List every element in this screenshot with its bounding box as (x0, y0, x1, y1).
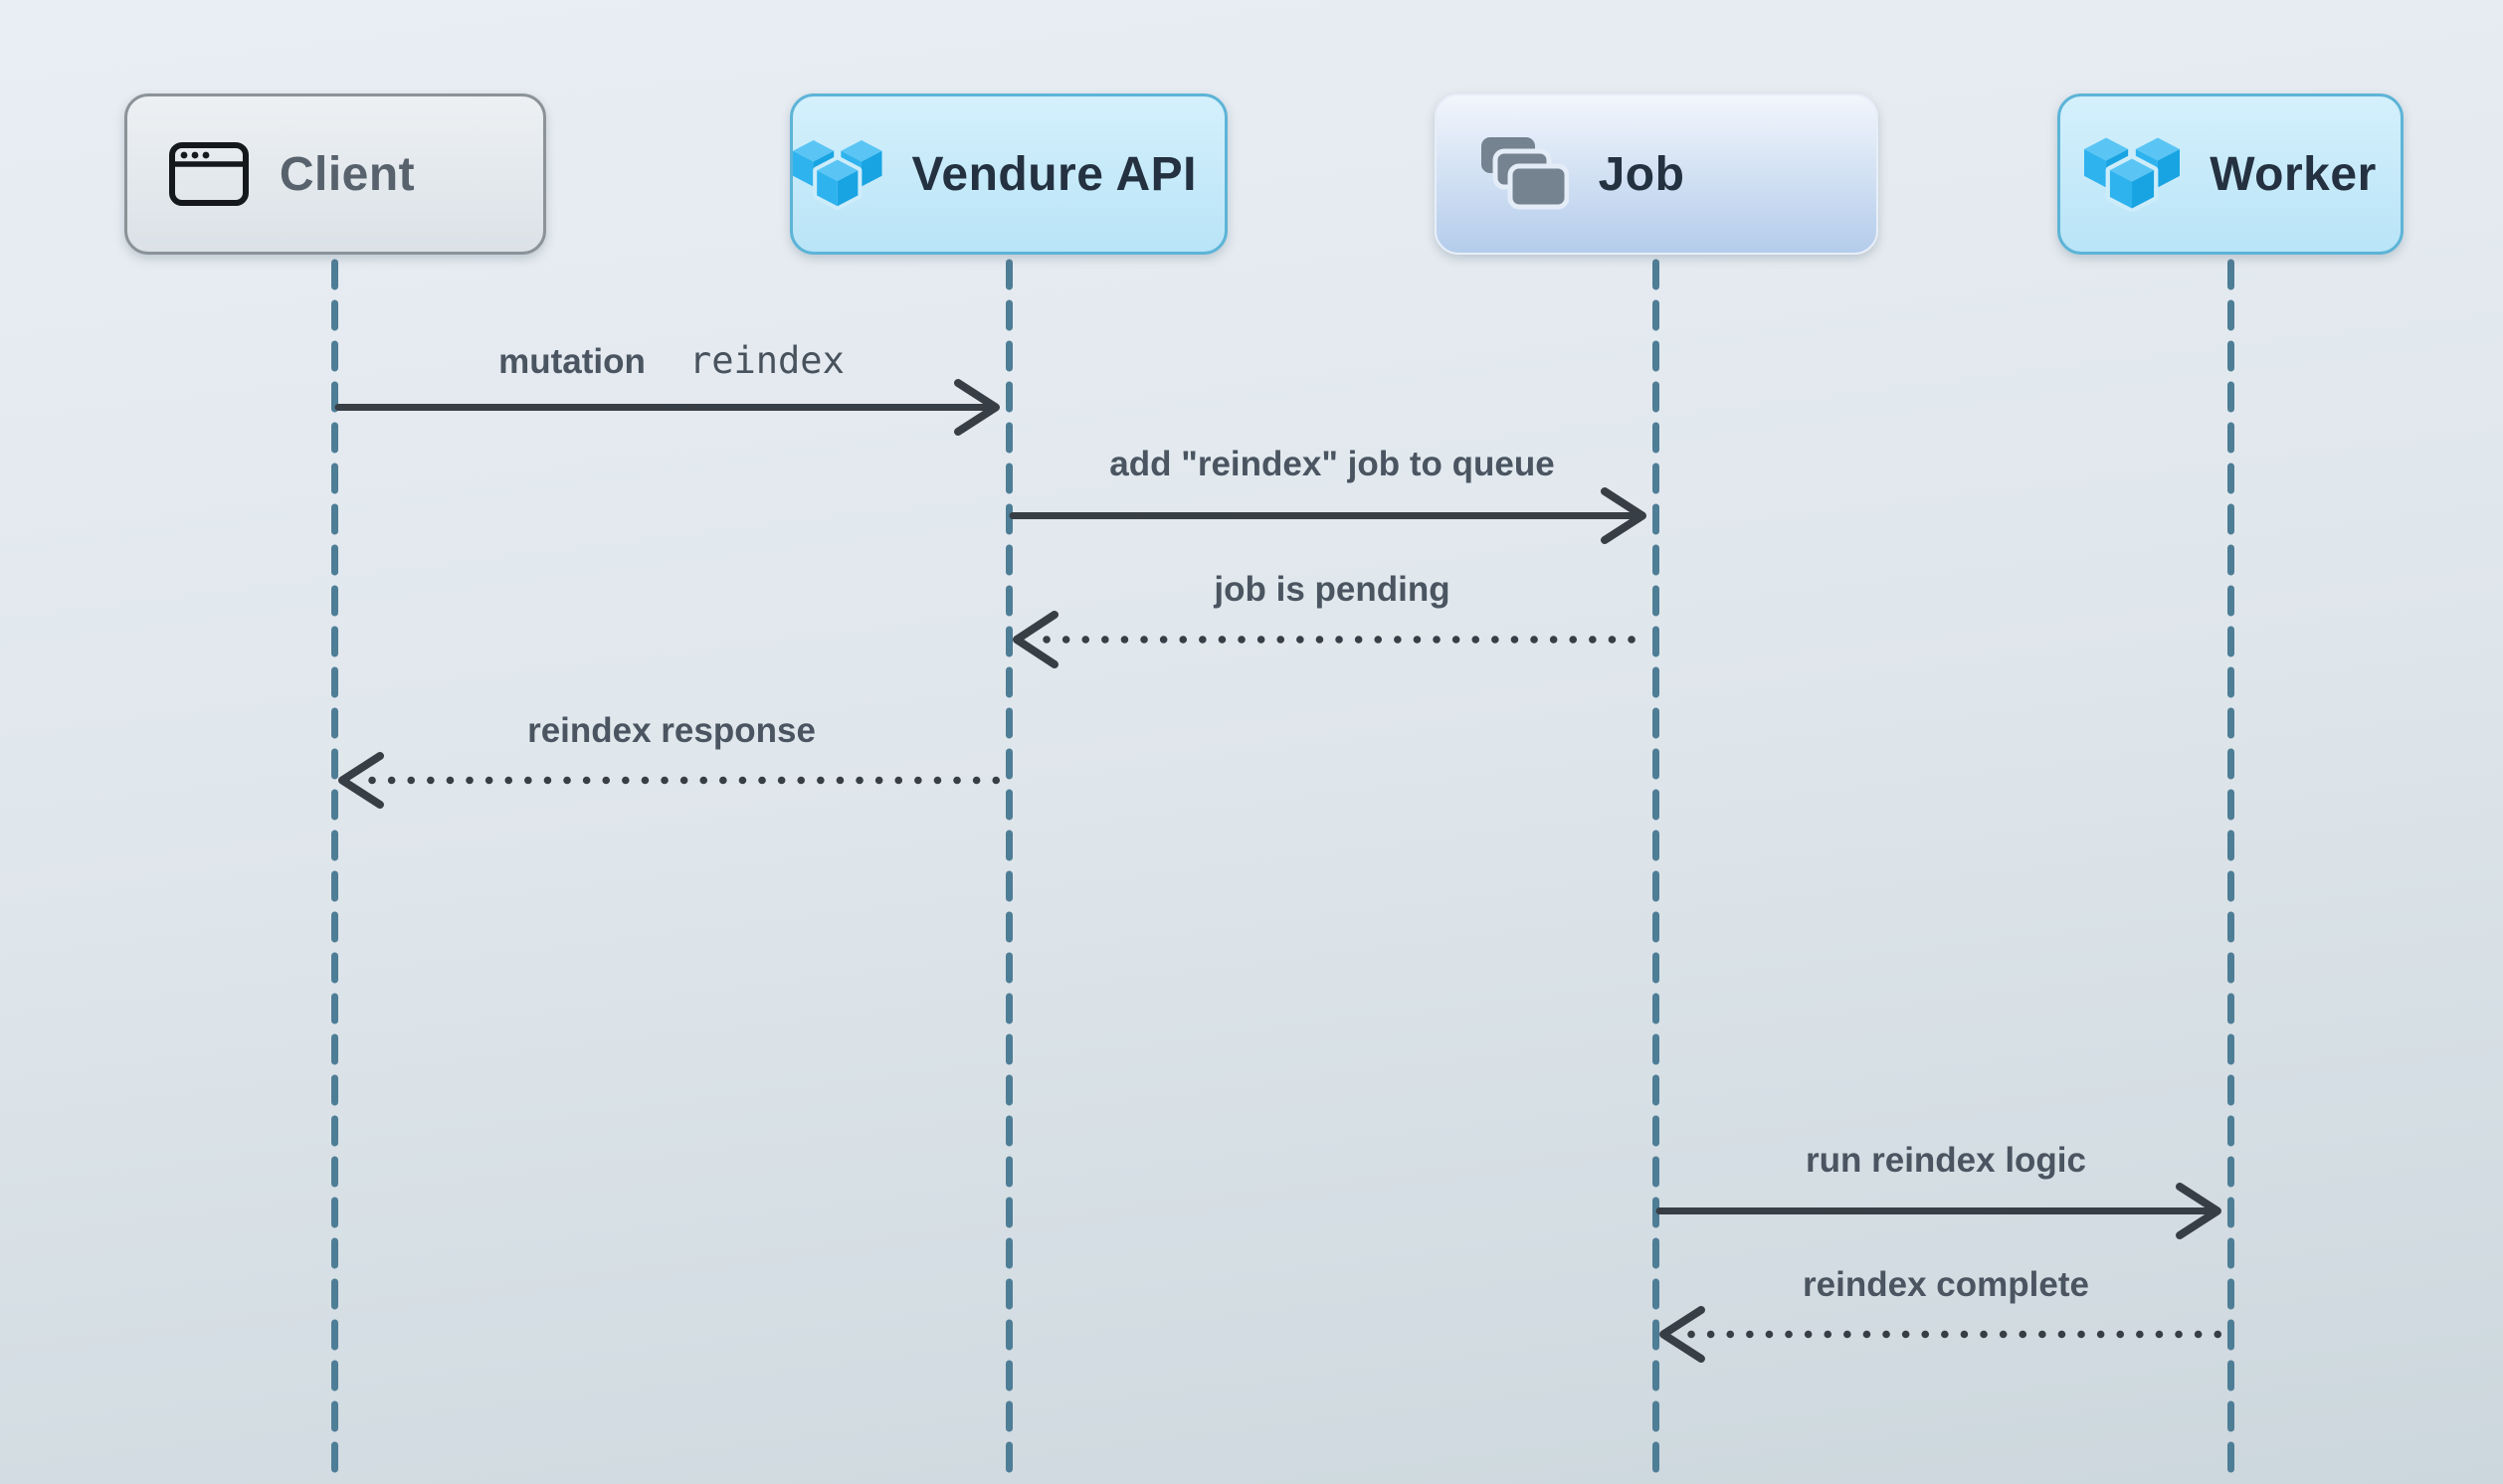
inline-code-text: reindex (688, 339, 845, 382)
arrowhead-right-icon (1601, 487, 1646, 544)
participant-client: Client (124, 93, 546, 255)
message-text: reindex response (527, 711, 816, 750)
arrowhead-left-icon (1659, 1306, 1705, 1363)
message-label-job-is-pending: job is pending (1214, 570, 1449, 610)
message-arrow-run-reindex-logic (1655, 1183, 2221, 1239)
participant-label: Worker (2210, 147, 2377, 201)
browser-window-icon (168, 142, 249, 206)
vendure-logo-icon (793, 139, 882, 211)
message-text: add "reindex" job to queue (1109, 445, 1555, 483)
arrowhead-left-icon (1013, 611, 1059, 668)
message-text: run reindex logic (1806, 1141, 2086, 1180)
message-arrow-mutation-reindex (334, 379, 1000, 436)
participant-label: Vendure API (911, 147, 1197, 201)
participant-worker: Worker (2057, 93, 2404, 255)
message-label-reindex-complete: reindex complete (1803, 1265, 2089, 1305)
participant-label: Job (1598, 147, 1685, 201)
message-arrow-add-job-to-queue (1009, 487, 1646, 544)
participant-vendure-api: Vendure API (790, 93, 1228, 255)
message-label-mutation-reindex: mutation reindex (498, 339, 845, 382)
message-arrow-reindex-complete (1659, 1306, 2228, 1363)
vendure-logo-icon (2084, 137, 2181, 212)
message-arrow-reindex-response (338, 752, 1007, 809)
participant-job: Job (1435, 93, 1878, 255)
message-label-add-job-to-queue: add "reindex" job to queue (1109, 445, 1554, 484)
message-arrow-job-is-pending (1013, 611, 1653, 668)
message-text: reindex complete (1803, 1265, 2089, 1304)
stacked-cards-icon (1480, 137, 1569, 210)
message-label-reindex-response: reindex response (527, 711, 816, 751)
participant-label: Client (279, 147, 416, 201)
message-text: mutation (498, 342, 646, 381)
arrowhead-right-icon (2176, 1183, 2221, 1239)
message-text: job is pending (1214, 570, 1450, 609)
arrowhead-right-icon (954, 379, 1000, 436)
arrowhead-left-icon (338, 752, 384, 809)
message-label-run-reindex-logic: run reindex logic (1806, 1141, 2086, 1181)
